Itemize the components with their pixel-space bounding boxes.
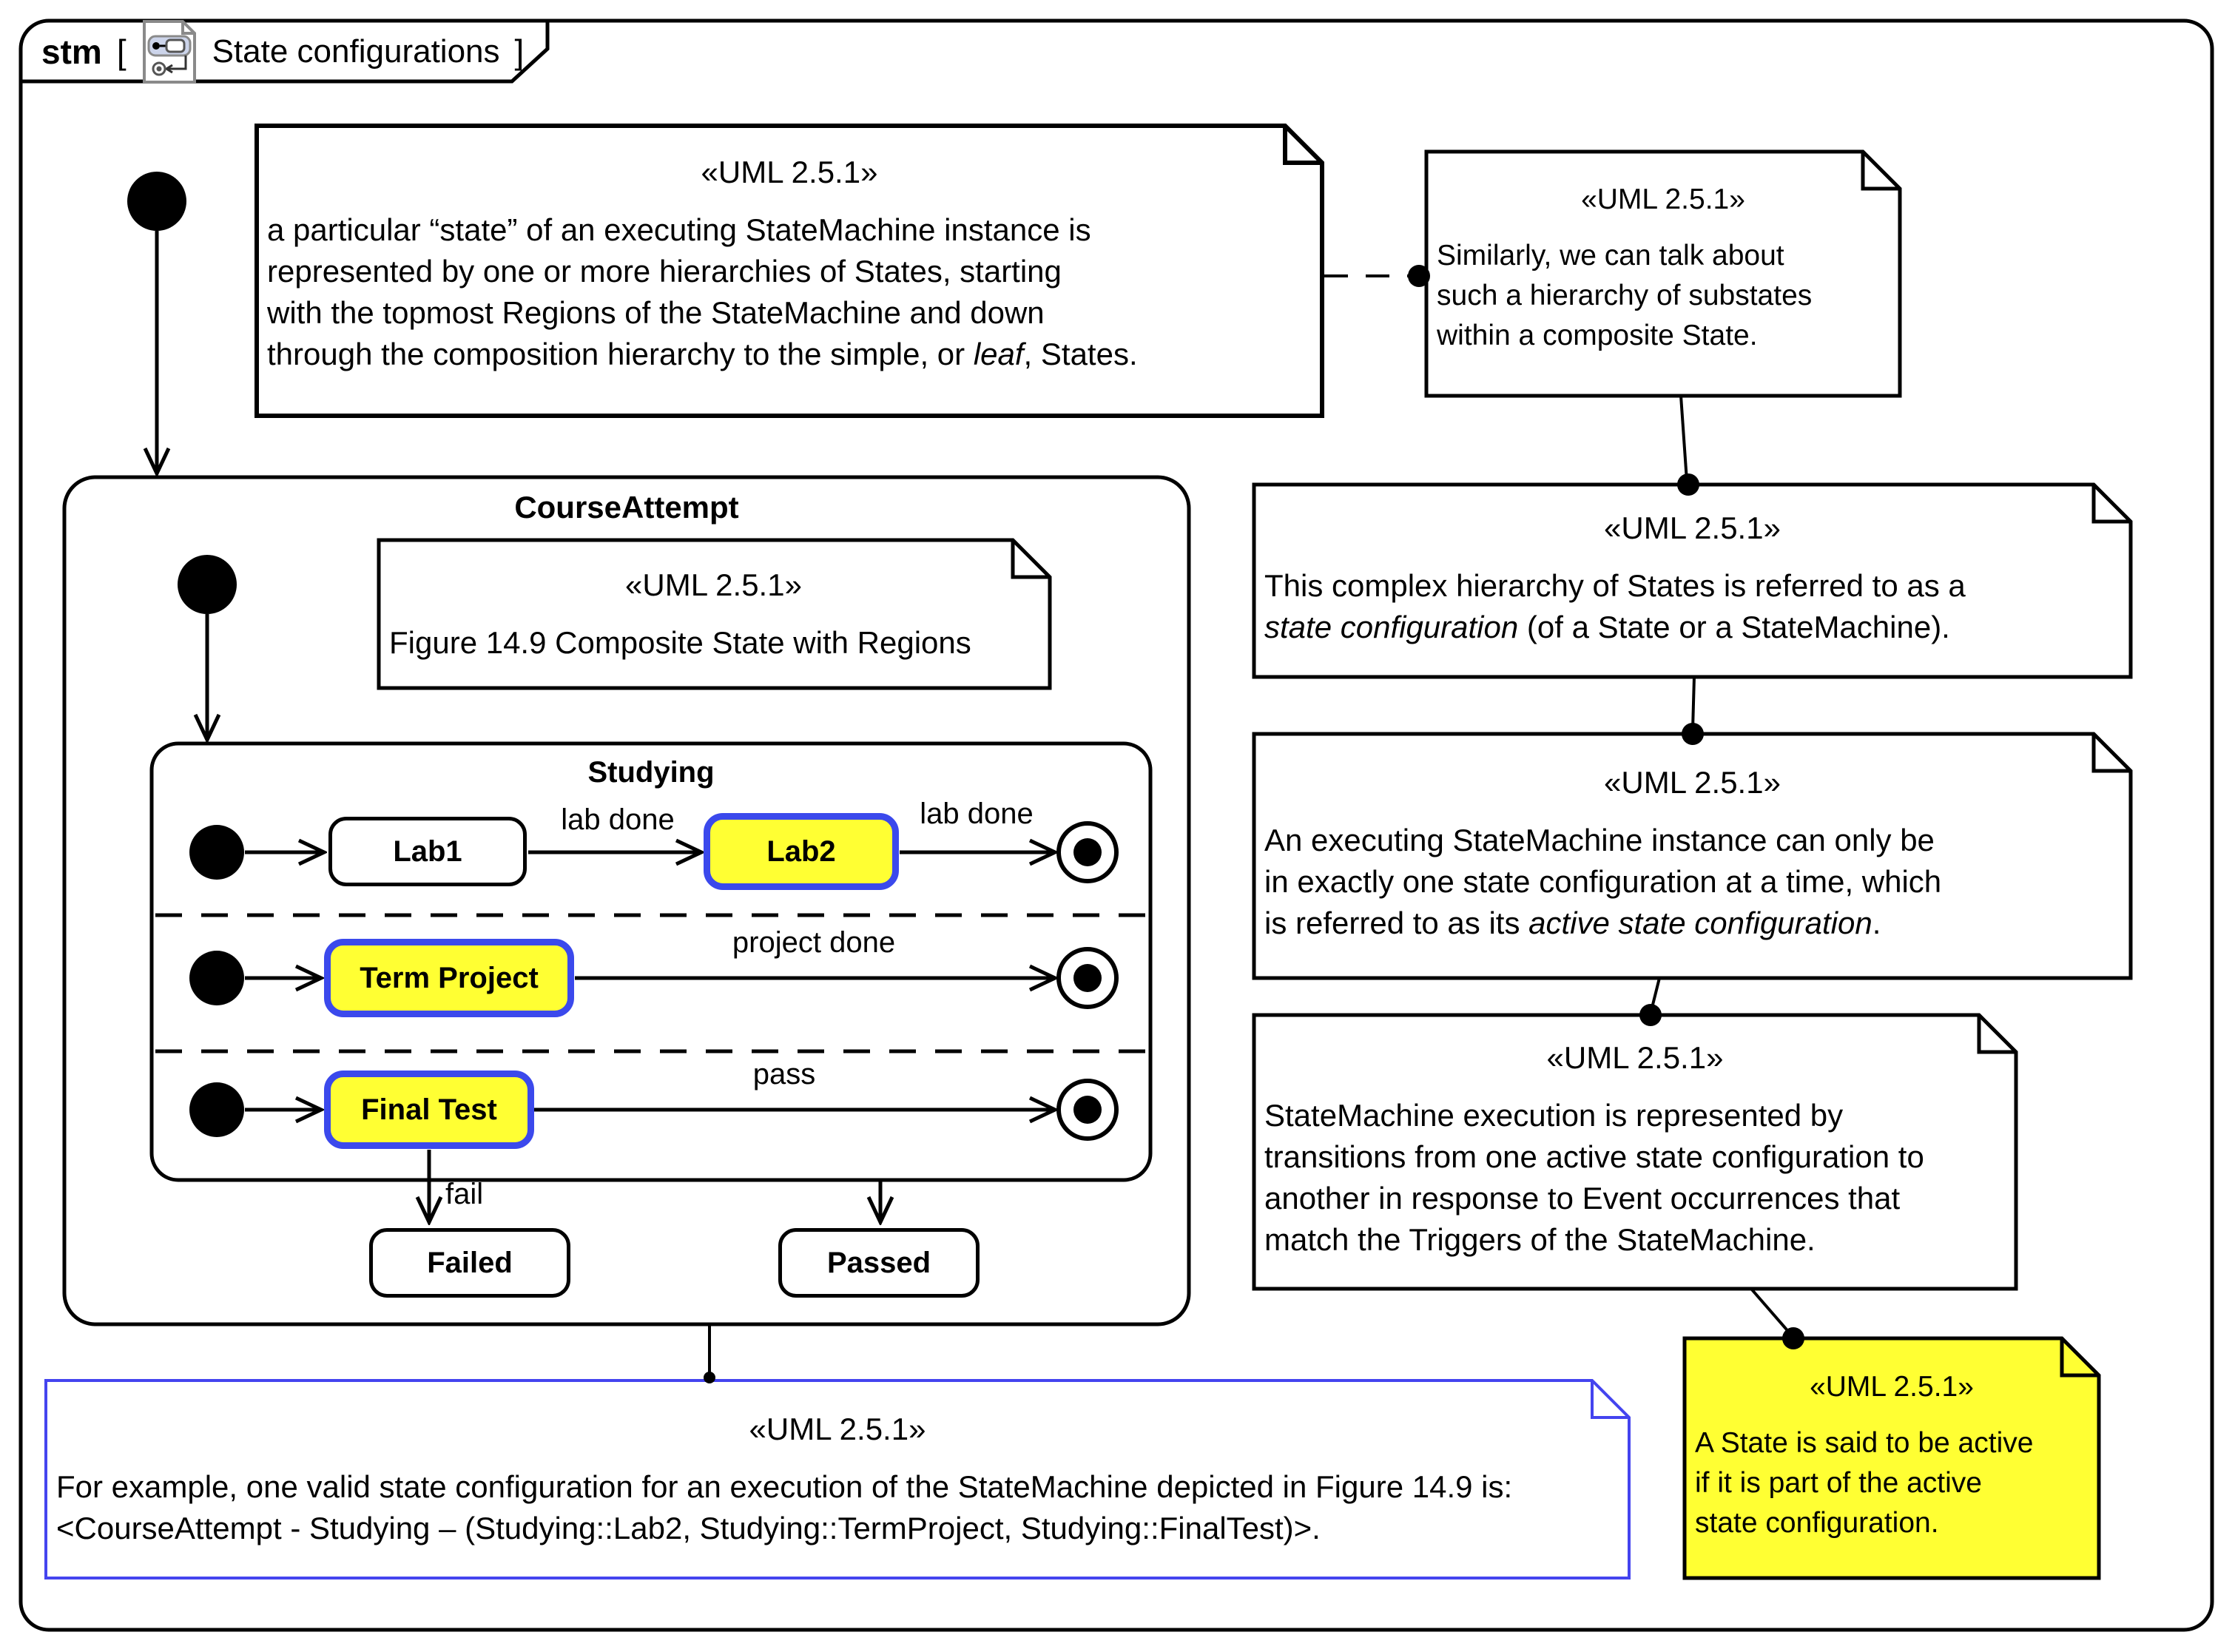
state-passed: Passed [778, 1228, 980, 1298]
course-attempt-title: CourseAttempt [514, 490, 739, 525]
state-failed: Failed [369, 1228, 570, 1298]
note-complex-shape [1252, 482, 2133, 679]
initial-state-region2 [189, 951, 244, 1005]
connector-execution-active [1750, 1287, 1792, 1335]
note-stereotype: «UML 2.5.1» [1604, 510, 1781, 545]
connector-similarly-complex [1679, 395, 1688, 482]
frame-bracket-close: ] [514, 33, 525, 71]
transition-label-fail: fail [445, 1178, 484, 1210]
initial-state-top [127, 172, 186, 231]
studying-title: Studying [587, 756, 715, 789]
transition-label-pass: pass [752, 1058, 816, 1090]
note-line: transitions from one active state config… [1264, 1139, 1924, 1174]
note-line: represented by one or more hierarchies o… [267, 254, 1062, 289]
note-stereotype: «UML 2.5.1» [625, 567, 802, 602]
note-line: with the topmost Regions of the StateMac… [267, 295, 1045, 330]
initial-pseudostates [127, 172, 244, 1137]
note-execution-text: «UML 2.5.1» StateMachine execution is rep… [1264, 1037, 2006, 1261]
frame-header: stm [ State configurations ] [21, 20, 559, 84]
note-anchor-dots [704, 265, 1804, 1383]
note-line: An executing StateMachine instance can o… [1264, 823, 1935, 857]
note-line: A State is said to be active [1695, 1427, 2034, 1459]
note-line: if it is part of the active [1695, 1467, 1983, 1499]
note-line: such a hierarchy of substates [1437, 280, 1813, 311]
note-line: match the Triggers of the StateMachine. [1264, 1222, 1816, 1257]
note-figure-text: «UML 2.5.1» Figure 14.9 Composite State w… [389, 564, 1038, 664]
note-line: For example, one valid state configurati… [56, 1469, 1513, 1504]
state-lab2: Lab2 [704, 813, 899, 890]
note-example-text: «UML 2.5.1» For example, one valid state … [56, 1409, 1619, 1549]
note-stereotype: «UML 2.5.1» [1604, 765, 1781, 800]
statemachine-diagram-icon [141, 20, 198, 84]
note-active-shape [1682, 1336, 2101, 1580]
note-line: StateMachine execution is represented by [1264, 1098, 1844, 1133]
frame-bracket-open: [ [116, 33, 127, 71]
note-line: Figure 14.9 Composite State with Regions [389, 625, 971, 660]
note-stereotype: «UML 2.5.1» [701, 155, 878, 189]
note-stereotype: «UML 2.5.1» [1810, 1371, 1974, 1403]
frame-keyword: stm [41, 33, 102, 71]
transition-label-project-done: project done [732, 926, 896, 959]
note-executing-text: «UML 2.5.1» An executing StateMachine ins… [1264, 762, 2120, 944]
note-complex-text: «UML 2.5.1» This complex hierarchy of Sta… [1264, 508, 2120, 648]
note-line: state configuration (of a State or a Sta… [1264, 610, 1950, 644]
note-hierarchy-text: «UML 2.5.1» a particular “state” of an ex… [267, 152, 1312, 375]
final-states [1056, 821, 1119, 1141]
frame-title: State configurations [212, 33, 500, 70]
state-term-project: Term Project [324, 939, 574, 1017]
note-stereotype: «UML 2.5.1» [749, 1412, 926, 1446]
note-figure-shape [377, 538, 1052, 690]
initial-state-region3 [189, 1082, 244, 1137]
note-similarly-text: «UML 2.5.1» Similarly, we can talk about s… [1437, 180, 1890, 356]
note-line: within a composite State. [1437, 320, 1758, 351]
note-executing-shape [1252, 732, 2133, 980]
note-line: <CourseAttempt - Studying – (Studying::L… [56, 1511, 1321, 1545]
transition-label-lab-done-1: lab done [561, 803, 675, 836]
note-active-text: «UML 2.5.1» A State is said to be active i… [1695, 1367, 2089, 1543]
connector-complex-executing [1691, 676, 1696, 730]
transition-label-lab-done-2: lab done [920, 798, 1034, 830]
note-stereotype: «UML 2.5.1» [1581, 183, 1745, 215]
initial-state-region1 [189, 825, 244, 880]
frame-tab-outline [21, 21, 550, 84]
state-lab1: Lab1 [328, 817, 527, 886]
state-final-test: Final Test [324, 1071, 534, 1149]
note-line: This complex hierarchy of States is refe… [1264, 568, 1966, 603]
note-line: is referred to as its active state confi… [1264, 906, 1881, 940]
note-execution-shape [1252, 1013, 2018, 1291]
note-line: through the composition hierarchy to the… [267, 337, 1138, 371]
note-hierarchy-shape [254, 124, 1324, 418]
note-line: Similarly, we can talk about [1437, 240, 1784, 272]
note-connectors [708, 274, 1792, 1376]
note-line: a particular “state” of an executing Sta… [267, 212, 1091, 247]
note-line: in exactly one state configuration at a … [1264, 864, 1942, 899]
transition-arrows [157, 231, 1055, 1222]
note-example-shape [44, 1379, 1631, 1579]
note-line: another in response to Event occurrences… [1264, 1181, 1901, 1216]
note-similarly-shape [1424, 149, 1902, 398]
note-stereotype: «UML 2.5.1» [1546, 1040, 1724, 1075]
initial-state-courseattempt [178, 555, 237, 614]
note-line: state configuration. [1695, 1507, 1939, 1539]
